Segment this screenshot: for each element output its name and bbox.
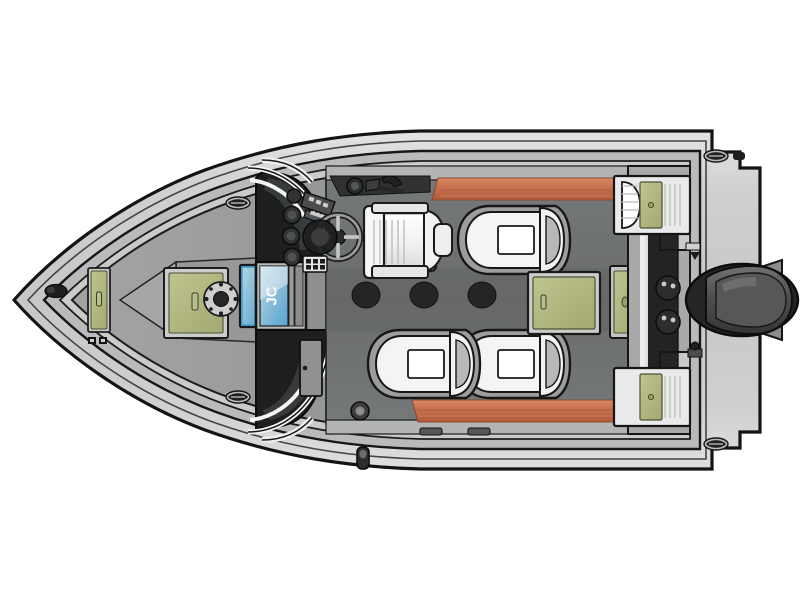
windshield-logo: JC	[264, 286, 281, 305]
instrument-gauges[interactable]	[281, 188, 302, 267]
passenger-console[interactable]	[299, 339, 370, 421]
jump-seat-port[interactable]	[612, 366, 692, 428]
transom-accessories	[685, 242, 703, 358]
cup-holder	[350, 401, 370, 421]
floor-storage-hatch[interactable]	[526, 270, 602, 336]
floor-grab-handles	[419, 427, 491, 436]
deck-socket-3[interactable]	[467, 281, 497, 309]
transom-fittings	[655, 275, 681, 335]
helm-console[interactable]	[281, 175, 431, 273]
seat-helm-headrest	[433, 223, 453, 257]
transom-fitting-upper[interactable]	[655, 275, 681, 301]
latch-icon	[191, 292, 199, 311]
cleat-bow-port[interactable]	[225, 390, 251, 404]
cleat-stern-starboard[interactable]	[703, 149, 745, 163]
glovebox-latch-icon	[302, 365, 308, 371]
transom-fitting-lower[interactable]	[655, 309, 681, 335]
seat-passenger-port[interactable]	[366, 328, 482, 400]
nav-light-base	[733, 152, 745, 160]
outboard-motor[interactable]	[684, 258, 800, 342]
cleat-stern-port[interactable]	[703, 437, 729, 451]
glovebox-door[interactable]	[299, 339, 323, 397]
jump-seat-starboard[interactable]	[612, 174, 692, 236]
windshield-glass-main	[259, 265, 289, 327]
bow-side-hatch-port[interactable]	[87, 267, 111, 333]
seat-helm-base	[371, 265, 429, 279]
rocker-switch-panel-lower[interactable]	[302, 255, 328, 273]
seat-mid-starboard[interactable]	[456, 204, 572, 276]
windshield[interactable]: JC	[238, 260, 308, 332]
bow-eye	[44, 283, 68, 299]
seat-mid-port[interactable]	[456, 328, 572, 400]
latch-icon	[96, 291, 102, 307]
gunwale-trim-starboard	[431, 177, 621, 201]
gunwale-trim-port	[411, 399, 625, 423]
stern-drain-plug	[356, 446, 370, 470]
bow-hatch-hinges	[88, 337, 107, 344]
throttle-control[interactable]	[346, 175, 404, 195]
trolling-motor-mount[interactable]	[203, 281, 239, 317]
deck-socket-2[interactable]	[409, 281, 439, 309]
seat-helm[interactable]	[362, 202, 453, 280]
deck-sockets	[351, 281, 497, 309]
deck-socket-1[interactable]	[351, 281, 381, 309]
latch-icon	[540, 294, 547, 310]
cleat-bow-starboard[interactable]	[225, 196, 251, 210]
